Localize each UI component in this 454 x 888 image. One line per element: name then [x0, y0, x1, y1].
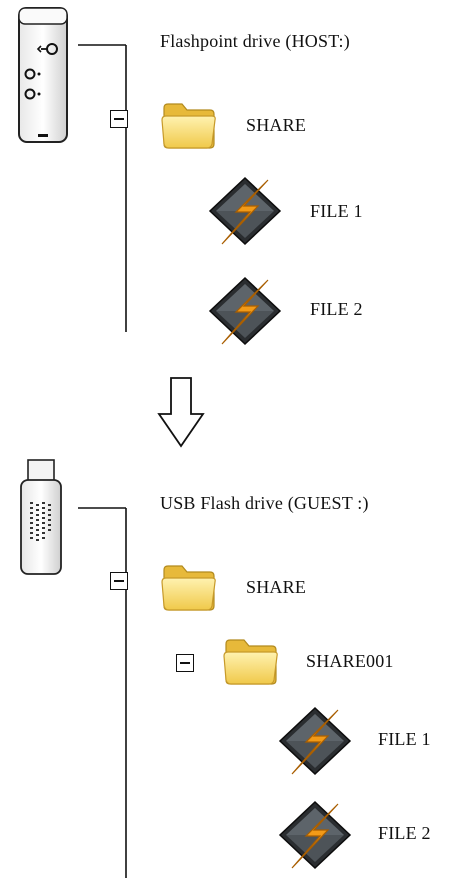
host-folder-label: SHARE — [246, 115, 307, 135]
guest-folder-label: SHARE — [246, 577, 307, 597]
down-arrow-icon — [157, 377, 205, 448]
winamp-lightning-icon[interactable] — [278, 706, 352, 776]
guest-collapse-toggle[interactable] — [110, 572, 128, 590]
guest-file-1-label: FILE 1 — [378, 729, 431, 749]
host-drive-label: Flashpoint drive (HOST:) — [160, 31, 350, 51]
guest-drive-label: USB Flash drive (GUEST :) — [160, 493, 369, 513]
folder-icon[interactable] — [160, 100, 218, 150]
folder-icon[interactable] — [222, 636, 280, 686]
winamp-lightning-icon[interactable] — [208, 176, 282, 246]
host-file-2-label: FILE 2 — [310, 299, 363, 319]
winamp-lightning-icon[interactable] — [208, 276, 282, 346]
usb-stick-icon — [20, 459, 62, 575]
subfolder-label: SHARE001 — [306, 651, 394, 671]
subfolder-collapse-toggle[interactable] — [176, 654, 194, 672]
host-file-1-label: FILE 1 — [310, 201, 363, 221]
host-collapse-toggle[interactable] — [110, 110, 128, 128]
winamp-lightning-icon[interactable] — [278, 800, 352, 870]
folder-icon[interactable] — [160, 562, 218, 612]
guest-file-2-label: FILE 2 — [378, 823, 431, 843]
flashpoint-device-icon — [18, 7, 68, 143]
